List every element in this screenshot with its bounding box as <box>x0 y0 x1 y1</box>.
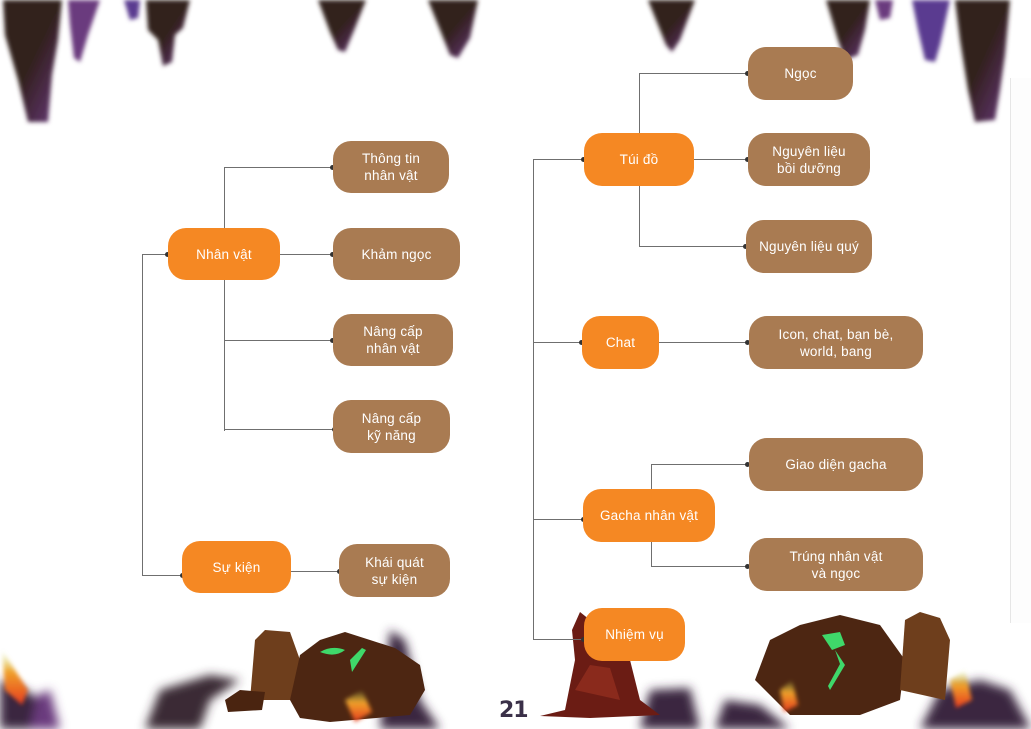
connector-dot <box>330 165 335 170</box>
node-giao-dien-gacha: Giao diện gacha <box>749 438 923 491</box>
connector-to-trung-nhan-vat <box>651 566 748 568</box>
connector-to-gacha <box>533 519 584 521</box>
connector-dot <box>745 157 750 162</box>
connector-to-nguyen-lieu-boi-duong <box>694 159 747 161</box>
connector-nhan-vat-branch <box>224 167 226 431</box>
connector-dot <box>745 462 750 467</box>
node-icon-chat-ban-be: Icon, chat, bạn bè, world, bang <box>749 316 923 369</box>
rock-golem-left-illustration <box>225 630 425 722</box>
connector-to-nhan-vat <box>142 254 168 256</box>
node-su-kien: Sự kiện <box>182 541 291 593</box>
connector-to-su-kien <box>142 575 182 577</box>
node-nhiem-vu: Nhiệm vụ <box>584 608 685 661</box>
node-trung-nhan-vat-va-ngoc: Trúng nhân vật và ngọc <box>749 538 923 591</box>
connector-to-ngoc <box>639 73 747 75</box>
node-nguyen-lieu-quy: Nguyên liệu quý <box>746 220 872 273</box>
connector-dot <box>165 252 170 257</box>
node-khai-quat-su-kien: Khái quát sự kiện <box>339 544 450 597</box>
connector-to-nhiem-vu <box>533 639 584 641</box>
node-ngoc: Ngọc <box>748 47 853 100</box>
node-tui-do: Túi đồ <box>584 133 694 186</box>
node-nhan-vat: Nhân vật <box>168 228 280 280</box>
connector-to-khai-quat <box>290 571 340 573</box>
connector-dot <box>581 637 586 642</box>
connector-to-icon-chat <box>658 342 748 344</box>
flame-effects <box>2 650 972 722</box>
connector-to-giao-dien-gacha <box>651 464 748 466</box>
connector-left-trunk <box>142 254 144 575</box>
node-nguyen-lieu-boi-duong: Nguyên liệu bồi dưỡng <box>748 133 870 186</box>
node-kham-ngoc: Khảm ngọc <box>333 228 460 280</box>
connector-to-chat <box>533 342 582 344</box>
connector-to-tui-do <box>533 159 584 161</box>
node-thong-tin-nhan-vat: Thông tin nhân vật <box>333 141 449 193</box>
page-edge <box>1010 78 1031 623</box>
connector-dot <box>581 157 586 162</box>
node-nang-cap-ky-nang: Nâng cấp kỹ năng <box>333 400 450 453</box>
connector-dot <box>330 252 335 257</box>
node-chat: Chat <box>582 316 659 369</box>
connector-dot <box>579 340 584 345</box>
page-number: 21 <box>499 698 529 723</box>
rocks-shadow-bottom <box>0 630 1031 729</box>
stalactites-top <box>3 0 1010 122</box>
connector-dot <box>330 338 335 343</box>
connector-dot <box>745 340 750 345</box>
node-nang-cap-nhan-vat: Nâng cấp nhân vật <box>333 314 453 366</box>
connector-dot <box>745 71 750 76</box>
connector-to-kham-ngoc <box>280 254 332 256</box>
connector-to-nguyen-lieu-quy <box>639 246 745 248</box>
connector-to-nang-cap-kn <box>224 429 334 431</box>
connector-to-thong-tin <box>224 167 332 169</box>
connector-dot <box>743 244 748 249</box>
tree-stump-illustration <box>540 612 660 718</box>
node-gacha-nhan-vat: Gacha nhân vật <box>583 489 715 542</box>
connector-dot <box>745 564 750 569</box>
connector-to-nang-cap-nv <box>224 340 332 342</box>
connector-right-trunk <box>533 159 535 639</box>
